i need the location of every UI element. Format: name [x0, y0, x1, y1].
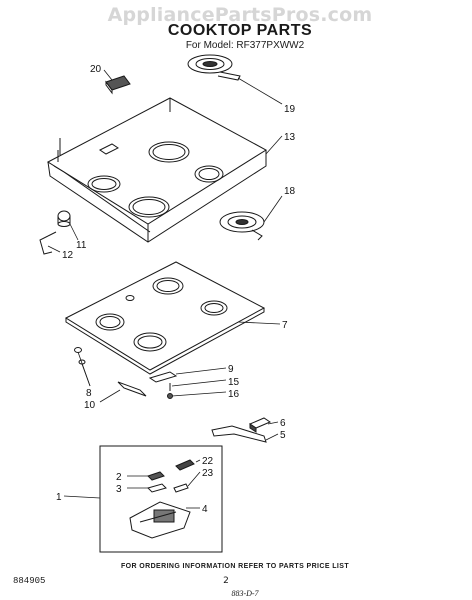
part-16-screw — [167, 393, 173, 399]
part-19-surface-element — [187, 54, 241, 81]
part-3-spring — [147, 483, 167, 493]
part-22-knob-contact — [175, 459, 195, 471]
part-20-clip — [105, 75, 131, 95]
callout-3: 3 — [116, 484, 122, 495]
part-11-terminal — [57, 210, 71, 227]
part-18-surface-element — [219, 211, 265, 241]
part-6-terminal-block — [248, 417, 272, 433]
part-4-switch-body — [129, 501, 191, 539]
callout-13: 13 — [284, 132, 296, 143]
callout-16: 16 — [228, 389, 240, 400]
part-7-drip-panel — [64, 261, 266, 375]
callout-6: 6 — [280, 418, 286, 429]
callout-22: 22 — [202, 456, 214, 467]
page-number: 2 — [223, 576, 229, 586]
part-1-switch-assembly-box — [99, 445, 223, 553]
callout-2: 2 — [116, 472, 122, 483]
callout-19: 19 — [284, 104, 296, 115]
callout-20: 20 — [90, 64, 102, 75]
part-23-tab — [173, 483, 189, 493]
part-8-clip — [74, 347, 86, 365]
part-12-wire-lead — [39, 231, 57, 255]
part-2-contact — [147, 471, 165, 481]
callout-11: 11 — [76, 240, 87, 251]
ordering-note: FOR ORDERING INFORMATION REFER TO PARTS … — [120, 563, 350, 570]
callout-12: 12 — [62, 250, 74, 261]
callout-4: 4 — [202, 504, 208, 515]
callout-5: 5 — [280, 430, 286, 441]
callout-15: 15 — [228, 377, 240, 388]
handwritten-code: 883-D-7 — [231, 589, 259, 598]
part-9-bracket — [148, 371, 178, 383]
part-10-bracket — [117, 381, 147, 397]
callout-7: 7 — [282, 320, 288, 331]
callout-8: 8 — [86, 388, 92, 399]
model-subtitle: For Model: RF377PXWW2 — [185, 40, 305, 51]
part-5-bracket — [211, 425, 267, 443]
part-13-cooktop-frame — [46, 97, 267, 243]
callout-1: 1 — [56, 492, 62, 503]
callout-10: 10 — [84, 400, 96, 411]
callout-23: 23 — [202, 468, 214, 479]
page-title: COOKTOP PARTS — [167, 22, 313, 39]
callout-18: 18 — [284, 186, 296, 197]
callout-9: 9 — [228, 364, 234, 375]
watermark-text: AppliancePartsPros.com — [107, 4, 373, 26]
document-code: 884905 — [13, 576, 46, 586]
